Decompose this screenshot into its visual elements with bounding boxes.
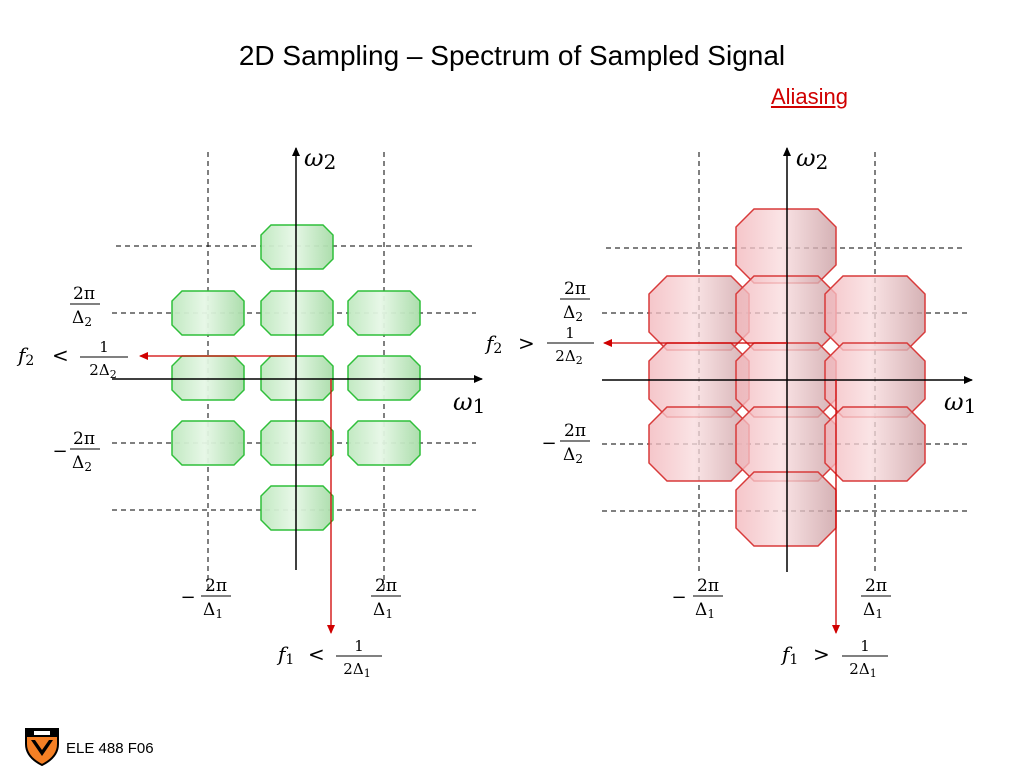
svg-text:>: >: [518, 331, 535, 355]
left-replica-9: [260, 420, 334, 466]
right-panel: ω2 ω1 2π Δ2 − 2π Δ2 f2 > 1 2Δ2 − 2π Δ1 2…: [484, 144, 976, 680]
svg-text:Δ2: Δ2: [563, 445, 583, 466]
svg-text:1: 1: [565, 324, 575, 342]
svg-text:2Δ2: 2Δ2: [89, 361, 116, 381]
svg-text:2π: 2π: [697, 576, 719, 596]
left-f2-label: f2 < 1 2Δ2: [16, 338, 128, 381]
svg-text:2π: 2π: [73, 429, 95, 449]
right-f1-label: f1 > 1 2Δ1: [780, 637, 888, 680]
svg-text:1: 1: [99, 338, 109, 356]
left-replica-10: [347, 420, 421, 466]
footer-course-label: ELE 488 F06: [66, 740, 154, 757]
svg-text:Δ1: Δ1: [863, 600, 883, 621]
university-shield-logo: [25, 728, 59, 766]
left-replica-3: [260, 290, 334, 336]
svg-text:1: 1: [860, 637, 870, 655]
left-replica-4: [347, 290, 421, 336]
right-spectrum-replicas: [648, 208, 926, 547]
svg-text:>: >: [813, 642, 830, 666]
right-omega1-label: ω1: [944, 388, 976, 418]
left-y-neg-tick-label: − 2π Δ2: [52, 429, 100, 474]
slide-title: 2D Sampling – Spectrum of Sampled Signal: [238, 40, 786, 71]
svg-text:f2: f2: [484, 331, 502, 357]
left-x-neg-tick-label: − 2π Δ1: [180, 576, 231, 621]
left-replica-5: [171, 355, 245, 401]
svg-text:<: <: [52, 343, 69, 367]
svg-text:2Δ1: 2Δ1: [849, 660, 876, 680]
slide-subtitle: Aliasing: [770, 84, 848, 109]
svg-text:2π: 2π: [564, 279, 586, 299]
svg-text:2π: 2π: [564, 421, 586, 441]
left-replica-2: [171, 290, 245, 336]
left-panel: ω2 ω1 2π Δ2 − 2π Δ2 f2 < 1 2Δ2 − 2π Δ1: [16, 144, 485, 680]
svg-text:2π: 2π: [205, 576, 227, 596]
svg-text:−: −: [52, 441, 67, 462]
left-spectrum-replicas: [171, 224, 421, 531]
svg-text:Δ2: Δ2: [72, 453, 92, 474]
svg-text:Δ2: Δ2: [72, 308, 92, 329]
left-omega2-label: ω2: [304, 144, 336, 174]
left-f1-label: f1 < 1 2Δ1: [276, 637, 382, 680]
svg-text:−: −: [541, 433, 556, 454]
right-replica-4: [824, 275, 926, 351]
svg-text:<: <: [308, 642, 325, 666]
svg-text:2Δ1: 2Δ1: [343, 660, 370, 680]
right-replica-2: [648, 275, 750, 351]
svg-text:−: −: [180, 587, 195, 608]
left-replica-8: [171, 420, 245, 466]
right-y-pos-tick-label: 2π Δ2: [560, 279, 590, 324]
right-replica-9: [735, 406, 837, 482]
svg-text:2Δ2: 2Δ2: [555, 347, 582, 367]
right-replica-8: [648, 406, 750, 482]
left-replica-6: [260, 355, 334, 401]
left-replica-7: [347, 355, 421, 401]
svg-text:Δ2: Δ2: [563, 303, 583, 324]
left-y-pos-tick-label: 2π Δ2: [70, 284, 100, 329]
right-replica-3: [735, 275, 837, 351]
svg-text:1: 1: [354, 637, 364, 655]
svg-text:2π: 2π: [73, 284, 95, 304]
right-replica-1: [735, 208, 837, 284]
right-x-neg-tick-label: − 2π Δ1: [671, 576, 723, 621]
svg-text:f1: f1: [780, 642, 798, 668]
right-x-pos-tick-label: 2π Δ1: [861, 576, 891, 621]
svg-text:−: −: [671, 587, 686, 608]
left-replica-1: [260, 224, 334, 270]
svg-text:Δ1: Δ1: [203, 600, 223, 621]
left-omega1-label: ω1: [453, 388, 485, 418]
left-x-pos-tick-label: 2π Δ1: [371, 576, 401, 621]
svg-text:Δ1: Δ1: [695, 600, 715, 621]
right-f2-label: f2 > 1 2Δ2: [484, 324, 594, 367]
svg-text:Δ1: Δ1: [373, 600, 393, 621]
svg-text:f1: f1: [276, 642, 294, 668]
right-y-neg-tick-label: − 2π Δ2: [541, 421, 590, 466]
svg-text:2π: 2π: [865, 576, 887, 596]
left-replica-11: [260, 485, 334, 531]
svg-text:f2: f2: [16, 343, 34, 369]
right-omega2-label: ω2: [796, 144, 828, 174]
right-replica-11: [735, 471, 837, 547]
right-replica-10: [824, 406, 926, 482]
svg-text:2π: 2π: [375, 576, 397, 596]
